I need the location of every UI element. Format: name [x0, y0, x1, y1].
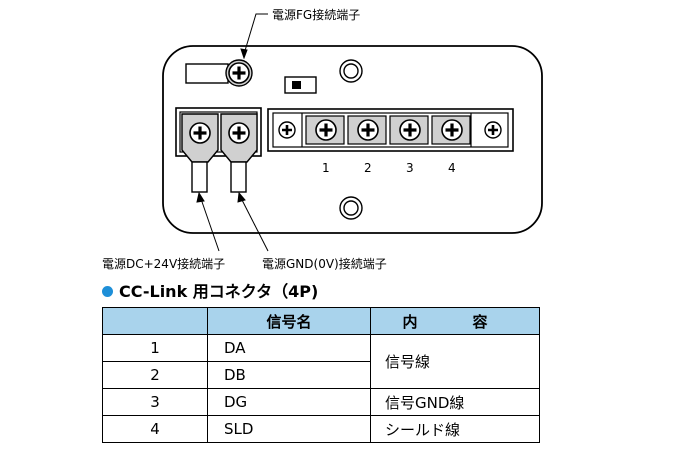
cclink-terminal-block: [267, 108, 514, 152]
panel-outline: [162, 45, 543, 234]
section-title: CC-Link 用コネクタ（4P): [102, 278, 318, 302]
leader-lines: [196, 13, 269, 252]
row-signal: DB: [207, 361, 371, 389]
dc24v-terminal-label: 電源DC+24V接続端子: [102, 257, 226, 271]
header-no: [102, 307, 208, 335]
table-row: 4 SLD シールド線: [102, 415, 540, 443]
fg-ring-terminal: [185, 59, 253, 87]
row-signal: DG: [207, 388, 371, 416]
row-no: 2: [102, 361, 208, 389]
terminal-number-4: 4: [448, 161, 456, 175]
terminal-block-diagram: [162, 13, 543, 252]
table-row: 3 DG 信号GND線: [102, 388, 540, 416]
row-contents: 信号GND線: [370, 388, 540, 416]
terminal-number-1: 1: [322, 161, 330, 175]
row-no: 3: [102, 388, 208, 416]
row-contents: シールド線: [370, 415, 540, 443]
row-signal: DA: [207, 334, 371, 362]
dip-switch: [284, 76, 317, 94]
terminal-number-3: 3: [406, 161, 414, 175]
connector-pin-table: 信号名 内 容 1 DA 信号線 2 DB 3 DG 信号GND線 4 SLD …: [102, 307, 540, 443]
row-signal: SLD: [207, 415, 371, 443]
mounting-hole-top: [339, 59, 363, 83]
fg-terminal-label: 電源FG接続端子: [272, 8, 361, 22]
gnd-terminal-label: 電源GND(0V)接続端子: [262, 257, 387, 271]
header-contents: 内 容: [370, 307, 540, 335]
header-signal: 信号名: [207, 307, 371, 335]
mounting-hole-bottom: [339, 196, 363, 220]
section-title-text: CC-Link 用コネクタ（4P): [119, 282, 319, 301]
row-no: 4: [102, 415, 208, 443]
table-header-row: 信号名 内 容: [102, 307, 540, 335]
terminal-number-2: 2: [364, 161, 372, 175]
table-row: 1 DA 信号線: [102, 334, 540, 389]
power-terminal-block: [175, 107, 262, 193]
row-contents: 信号線: [370, 334, 540, 389]
table-row: 2 DB: [102, 361, 540, 389]
row-no: 1: [102, 334, 208, 362]
bullet-icon: [102, 286, 113, 297]
